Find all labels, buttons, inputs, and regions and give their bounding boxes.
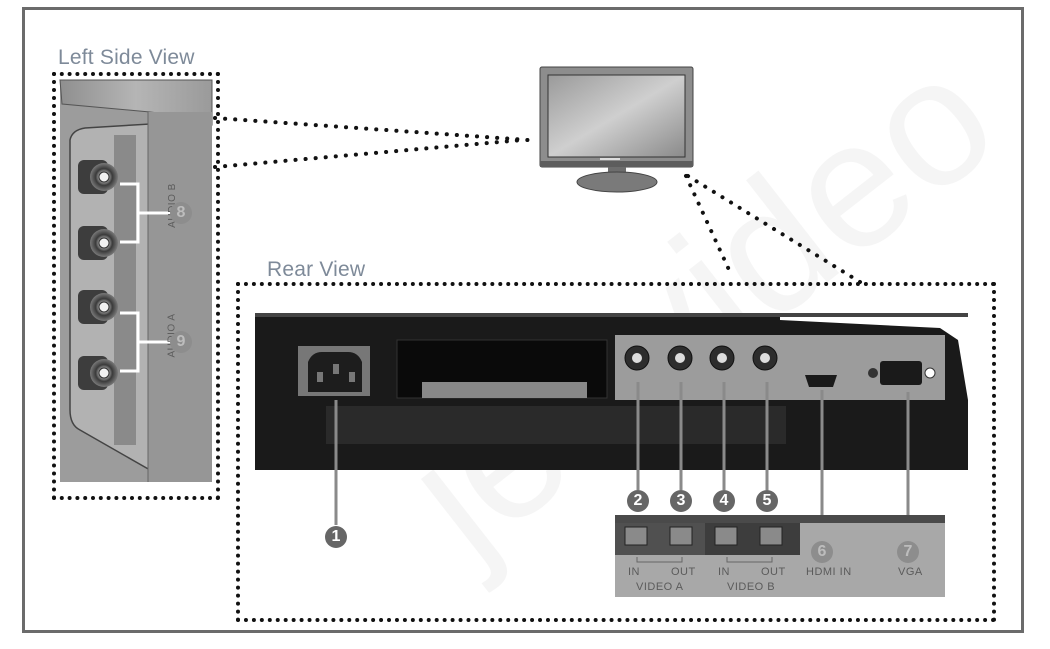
callout-6: 6 — [811, 541, 833, 563]
video-b-out-label: OUT — [761, 566, 786, 578]
video-a-out-label: OUT — [671, 566, 696, 578]
port-detail-panel — [615, 515, 945, 597]
audio-b-l-jack — [78, 226, 118, 260]
leader-dotted-lines — [213, 116, 862, 284]
callout-3: 3 — [670, 490, 692, 512]
hdmi-in-label: HDMI IN — [806, 566, 852, 578]
rear-view-title: Rear View — [267, 258, 366, 281]
left-side-panel — [59, 79, 213, 482]
callout-2: 2 — [627, 490, 649, 512]
rear-panel — [255, 313, 968, 470]
video-a-in-label: IN — [628, 566, 640, 578]
callout-1: 1 — [325, 526, 347, 548]
video-b-group-label: VIDEO B — [727, 581, 776, 593]
callout-9: 9 — [170, 331, 192, 353]
left-side-view-box — [52, 72, 220, 500]
audio-a-r-jack — [78, 290, 118, 324]
callout-5: 5 — [756, 490, 778, 512]
diagram-frame — [22, 7, 1024, 633]
left-side-view-title: Left Side View — [58, 46, 195, 69]
monitor-illustration — [539, 66, 694, 193]
audio-b-r-jack — [78, 160, 118, 194]
rear-view-box — [236, 282, 996, 622]
audio-a-l-jack — [78, 356, 118, 390]
video-b-in-label: IN — [718, 566, 730, 578]
callout-7: 7 — [897, 541, 919, 563]
callout-4: 4 — [713, 490, 735, 512]
audio-brackets — [120, 182, 172, 373]
video-a-group-label: VIDEO A — [636, 581, 684, 593]
callout-8: 8 — [170, 202, 192, 224]
vga-label: VGA — [898, 566, 923, 578]
audio-jacks — [78, 160, 118, 390]
